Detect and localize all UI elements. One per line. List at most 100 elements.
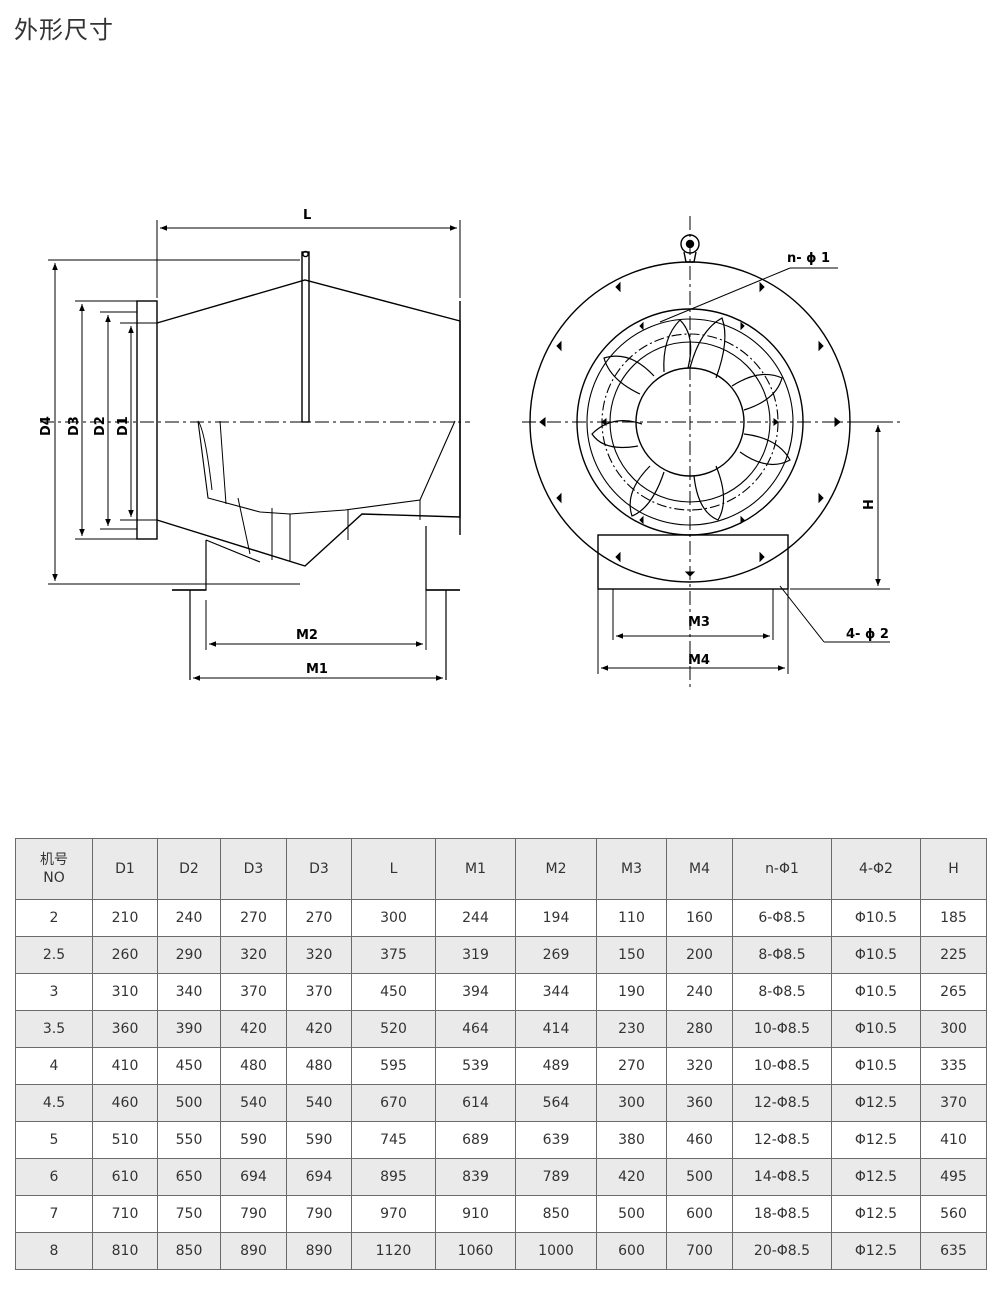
table-cell: 890 (220, 1232, 287, 1270)
table-cell: 489 (515, 1047, 597, 1085)
table-cell: 610 (92, 1158, 158, 1196)
table-cell: 10-Φ8.5 (732, 1047, 832, 1085)
header-cell: D1 (92, 838, 158, 900)
table-cell: 150 (596, 936, 667, 974)
table-cell: 670 (351, 1084, 436, 1122)
table-cell: 540 (220, 1084, 287, 1122)
table-cell: 564 (515, 1084, 597, 1122)
table-cell: 710 (92, 1195, 158, 1233)
table-cell: 410 (920, 1121, 987, 1159)
header-cell: 4-Φ2 (831, 838, 921, 900)
table-cell: 500 (666, 1158, 733, 1196)
table-cell: Φ10.5 (831, 1010, 921, 1048)
table-cell: 6 (15, 1158, 93, 1196)
table-cell: 910 (435, 1195, 516, 1233)
table-cell: 240 (157, 899, 221, 937)
table-cell: 344 (515, 973, 597, 1011)
table-cell: 110 (596, 899, 667, 937)
table-cell: 335 (920, 1047, 987, 1085)
table-cell: Φ12.5 (831, 1195, 921, 1233)
table-cell: 694 (286, 1158, 352, 1196)
table-cell: 850 (515, 1195, 597, 1233)
dim-label-M3: M3 (688, 615, 710, 630)
table-cell: 2 (15, 899, 93, 937)
table-cell: 270 (220, 899, 287, 937)
table-cell: 495 (920, 1158, 987, 1196)
table-cell: 260 (92, 936, 158, 974)
table-cell: 14-Φ8.5 (732, 1158, 832, 1196)
table-cell: 590 (220, 1121, 287, 1159)
table-cell: 360 (666, 1084, 733, 1122)
table-cell: 230 (596, 1010, 667, 1048)
table-cell: 745 (351, 1121, 436, 1159)
table-cell: Φ10.5 (831, 899, 921, 937)
table-cell: 244 (435, 899, 516, 937)
table-cell: 510 (92, 1121, 158, 1159)
table-cell: 320 (286, 936, 352, 974)
table-cell: 194 (515, 899, 597, 937)
table-cell: 370 (286, 973, 352, 1011)
table-cell: Φ12.5 (831, 1121, 921, 1159)
table-cell: 269 (515, 936, 597, 974)
table-cell: 280 (666, 1010, 733, 1048)
table-cell: 200 (666, 936, 733, 974)
inlet-flange (136, 300, 158, 540)
table-cell: 600 (596, 1232, 667, 1270)
table-cell: 320 (220, 936, 287, 974)
table-cell: 590 (286, 1121, 352, 1159)
header-cell: n-Φ1 (732, 838, 832, 900)
table-cell: 8-Φ8.5 (732, 973, 832, 1011)
table-cell: 18-Φ8.5 (732, 1195, 832, 1233)
table-cell: 1060 (435, 1232, 516, 1270)
dim-label-D3: D3 (67, 416, 82, 436)
dim-label-4-phi2: 4- ϕ 2 (846, 627, 889, 642)
table-cell: 1120 (351, 1232, 436, 1270)
table-cell: 8 (15, 1232, 93, 1270)
impeller-blades (591, 317, 791, 521)
table-cell: 390 (157, 1010, 221, 1048)
table-cell: Φ12.5 (831, 1158, 921, 1196)
table-cell: 6-Φ8.5 (732, 899, 832, 937)
table-cell: Φ10.5 (831, 1047, 921, 1085)
table-cell: 639 (515, 1121, 597, 1159)
dim-label-D4: D4 (39, 416, 54, 436)
table-cell: 185 (920, 899, 987, 937)
table-cell: 500 (596, 1195, 667, 1233)
table-cell: Φ12.5 (831, 1084, 921, 1122)
dim-label-D2: D2 (93, 416, 108, 436)
table-cell: 650 (157, 1158, 221, 1196)
table-cell: 380 (596, 1121, 667, 1159)
support-base (172, 526, 460, 680)
table-cell: 614 (435, 1084, 516, 1122)
table-cell: 450 (351, 973, 436, 1011)
table-cell: 450 (157, 1047, 221, 1085)
table-cell: 370 (220, 973, 287, 1011)
table-cell: 890 (286, 1232, 352, 1270)
table-cell: 700 (666, 1232, 733, 1270)
table-cell: 550 (157, 1121, 221, 1159)
table-cell: 789 (515, 1158, 597, 1196)
table-cell: 12-Φ8.5 (732, 1084, 832, 1122)
table-cell: 8-Φ8.5 (732, 936, 832, 974)
table-cell: 320 (666, 1047, 733, 1085)
table-cell: 600 (666, 1195, 733, 1233)
dim-label-n-phi1: n- ϕ 1 (787, 251, 830, 266)
dim-label-M2: M2 (296, 628, 318, 643)
table-cell: 10-Φ8.5 (732, 1010, 832, 1048)
table-cell: 375 (351, 936, 436, 974)
table-cell: 560 (920, 1195, 987, 1233)
table-cell: 895 (351, 1158, 436, 1196)
table-cell: 3 (15, 973, 93, 1011)
table-cell: 414 (515, 1010, 597, 1048)
table-cell: 520 (351, 1010, 436, 1048)
header-cell: H (920, 838, 987, 900)
table-cell: 810 (92, 1232, 158, 1270)
table-cell: 265 (920, 973, 987, 1011)
